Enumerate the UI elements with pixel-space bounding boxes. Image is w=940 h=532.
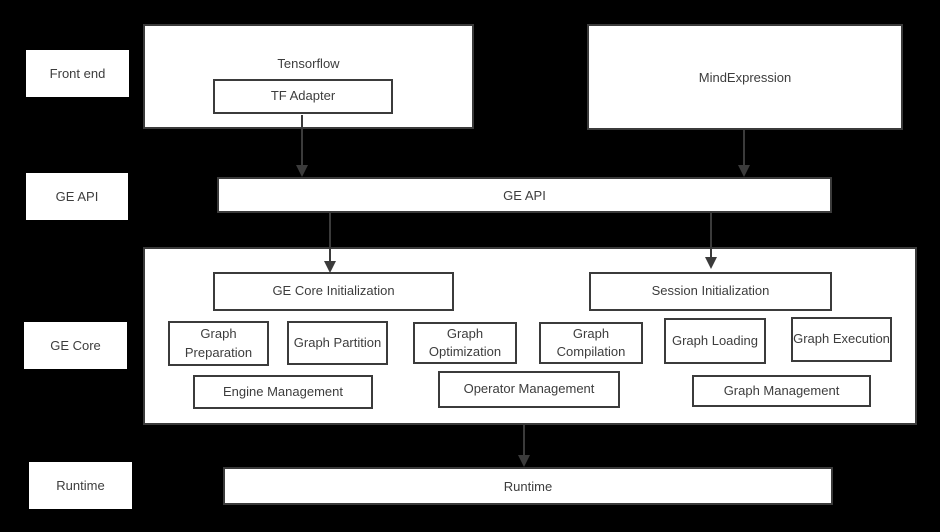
node-label: Graph Preparation: [184, 326, 253, 360]
node-ge-api-label: GE API: [503, 187, 546, 203]
node-graph-compilation: Graph Compilation: [539, 322, 643, 364]
node-label: Session Initialization: [651, 283, 770, 299]
node-graph-preparation: Graph Preparation: [168, 321, 269, 366]
node-ge-api-bar: GE API: [217, 177, 832, 213]
node-label: Graph Partition: [293, 334, 382, 350]
node-tf-adapter: TF Adapter: [213, 79, 393, 114]
lane-label-text: Front end: [49, 66, 106, 81]
lane-label-text: GE API: [55, 189, 99, 204]
node-runtime-label: Runtime: [503, 478, 553, 494]
arrow-down-icon: [738, 130, 750, 177]
node-tf-adapter-label: TF Adapter: [270, 88, 336, 104]
arrow-down-icon: [518, 425, 530, 467]
node-graph-partition: Graph Partition: [287, 321, 388, 365]
node-engine-management: Engine Management: [193, 375, 373, 409]
node-ge-core-container: GE Core Initialization Session Initializ…: [143, 247, 917, 425]
arrow-down-icon: [324, 213, 336, 273]
node-label: Engine Management: [223, 383, 343, 399]
lane-label-ge-core: GE Core: [24, 322, 127, 369]
lane-label-ge-api: GE API: [26, 173, 128, 220]
arrow-down-icon: [705, 213, 717, 269]
node-mindexpression: MindExpression: [587, 24, 903, 130]
node-tensorflow: Tensorflow TF Adapter: [143, 24, 474, 129]
node-label: Graph Compilation: [556, 325, 626, 359]
node-label: Graph Loading: [671, 332, 758, 348]
arrow-down-icon: [296, 115, 308, 177]
node-ge-core-initialization: GE Core Initialization: [213, 272, 454, 311]
node-graph-execution: Graph Execution: [791, 317, 892, 362]
node-label: Graph Execution: [793, 331, 890, 347]
lane-label-front-end: Front end: [26, 50, 129, 97]
node-runtime-bar: Runtime: [223, 467, 833, 505]
node-label: Graph Management: [723, 382, 840, 398]
lane-label-text: GE Core: [50, 338, 101, 353]
node-label: Graph Optimization: [428, 325, 502, 359]
node-tensorflow-label: Tensorflow: [277, 56, 340, 71]
node-graph-management: Graph Management: [692, 375, 871, 407]
node-operator-management: Operator Management: [438, 371, 620, 408]
lane-label-runtime: Runtime: [29, 462, 132, 509]
node-graph-loading: Graph Loading: [664, 318, 766, 364]
node-graph-optimization: Graph Optimization: [413, 322, 517, 364]
node-mindexpression-label: MindExpression: [698, 69, 792, 85]
node-label: Operator Management: [463, 381, 595, 397]
lane-label-text: Runtime: [56, 478, 105, 493]
node-session-initialization: Session Initialization: [589, 272, 832, 311]
node-label: GE Core Initialization: [272, 283, 395, 299]
